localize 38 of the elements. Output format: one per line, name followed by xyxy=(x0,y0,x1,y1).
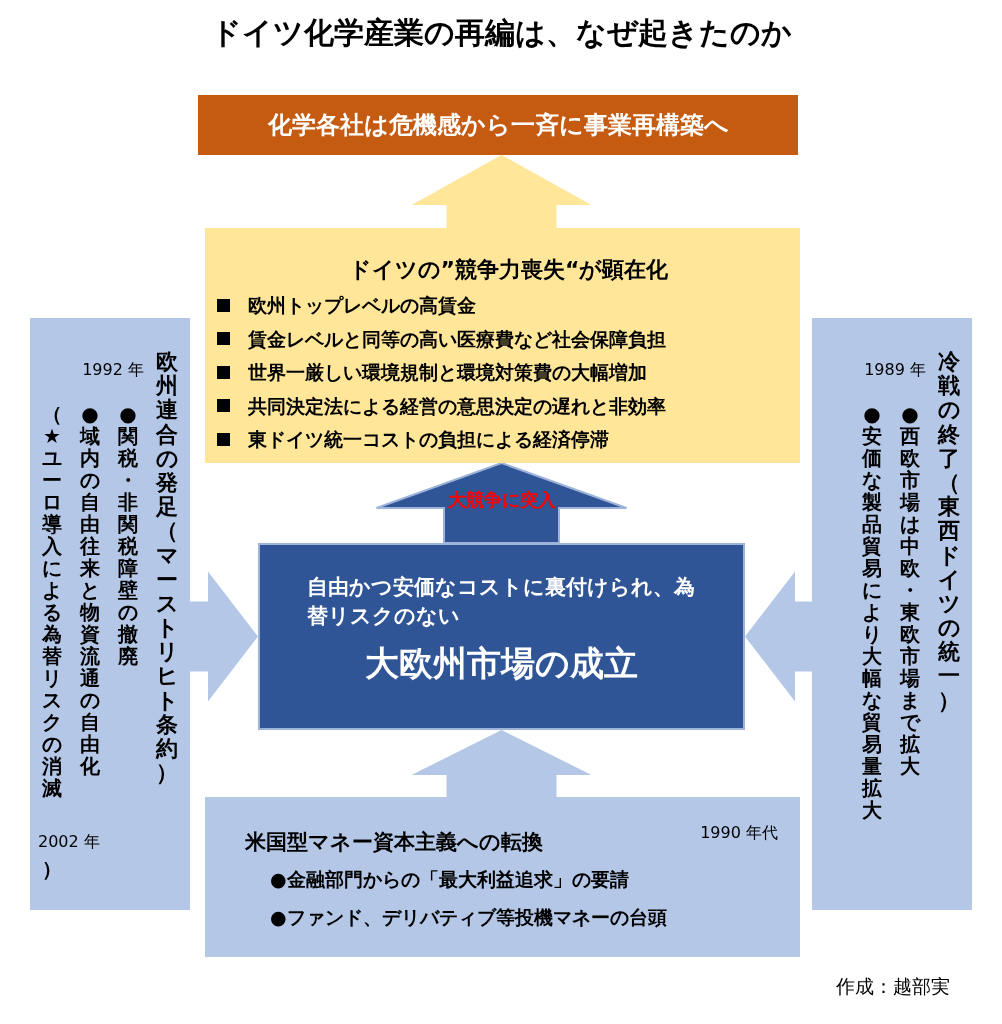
list-item: ●安価な製品貿易により大幅な貿易量拡大 xyxy=(862,403,882,821)
year-label: 2002 年 xyxy=(38,831,100,853)
block-arrow xyxy=(375,461,628,544)
heading-text: ドイツの”競争力喪失“が顕在化 xyxy=(348,256,669,284)
note-text: （★ユーロ導入による為替リスクの消滅 xyxy=(42,403,62,799)
list-item: 欧州トップレベルの高賃金 xyxy=(248,293,476,318)
block-arrow xyxy=(411,155,592,228)
subtitle-text: 自由かつ安価なコストに裏付けられ、為替リスクのない xyxy=(306,574,696,631)
year-label: 1989 年 xyxy=(864,359,926,381)
cause-box xyxy=(205,228,800,463)
list-item: 共同決定法による経営の意思決定の遅れと非効率 xyxy=(248,393,666,419)
main-text: 大欧州市場の成立 xyxy=(365,641,638,685)
block-arrow xyxy=(411,730,592,797)
edge-label: 大競争に突入 xyxy=(447,487,556,512)
factor-panel xyxy=(205,797,800,957)
factor-panel xyxy=(812,318,972,910)
list-item: 世界一厳しい環境規制と環境対策費の大幅増加 xyxy=(248,360,647,385)
block-arrow xyxy=(745,571,812,702)
factor-panel xyxy=(30,318,190,910)
list-item: ●関税・非関税障壁の撤廃 xyxy=(118,403,138,667)
result-banner xyxy=(198,95,798,155)
list-item: 賃金レベルと同等の高い医療費など社会保障負担 xyxy=(248,326,666,352)
heading-text: 冷戦の終了（東西ドイツの統一） xyxy=(938,350,960,713)
conclusion-text: 化学各社は危機感から一斉に事業再構築へ xyxy=(267,110,729,141)
list-item: ●金融部門からの「最大利益追求」の要請 xyxy=(270,867,629,892)
list-item: 東ドイツ統一コストの負担による経済停滞 xyxy=(248,427,609,452)
market-box xyxy=(258,543,745,730)
title: ドイツ化学産業の再編は、なぜ起きたのか xyxy=(209,14,793,52)
year-label: 1992 年 xyxy=(82,359,144,381)
caption: 作成：越部実 xyxy=(836,974,950,999)
year-label: 1990 年代 xyxy=(700,822,778,844)
block-arrow xyxy=(190,571,258,702)
heading-text: 欧州連合の発足（マーストリヒト条約） xyxy=(156,350,178,786)
list-item: ●西欧市場は中欧・東欧市場まで拡大 xyxy=(900,403,920,777)
heading-text: 米国型マネー資本主義への転換 xyxy=(245,829,543,856)
note-text: ） xyxy=(42,858,62,880)
list-item: ●域内の自由往来と物資流通の自由化 xyxy=(80,403,100,777)
list-item: ●ファンド、デリバティブ等投機マネーの台頭 xyxy=(270,905,667,930)
